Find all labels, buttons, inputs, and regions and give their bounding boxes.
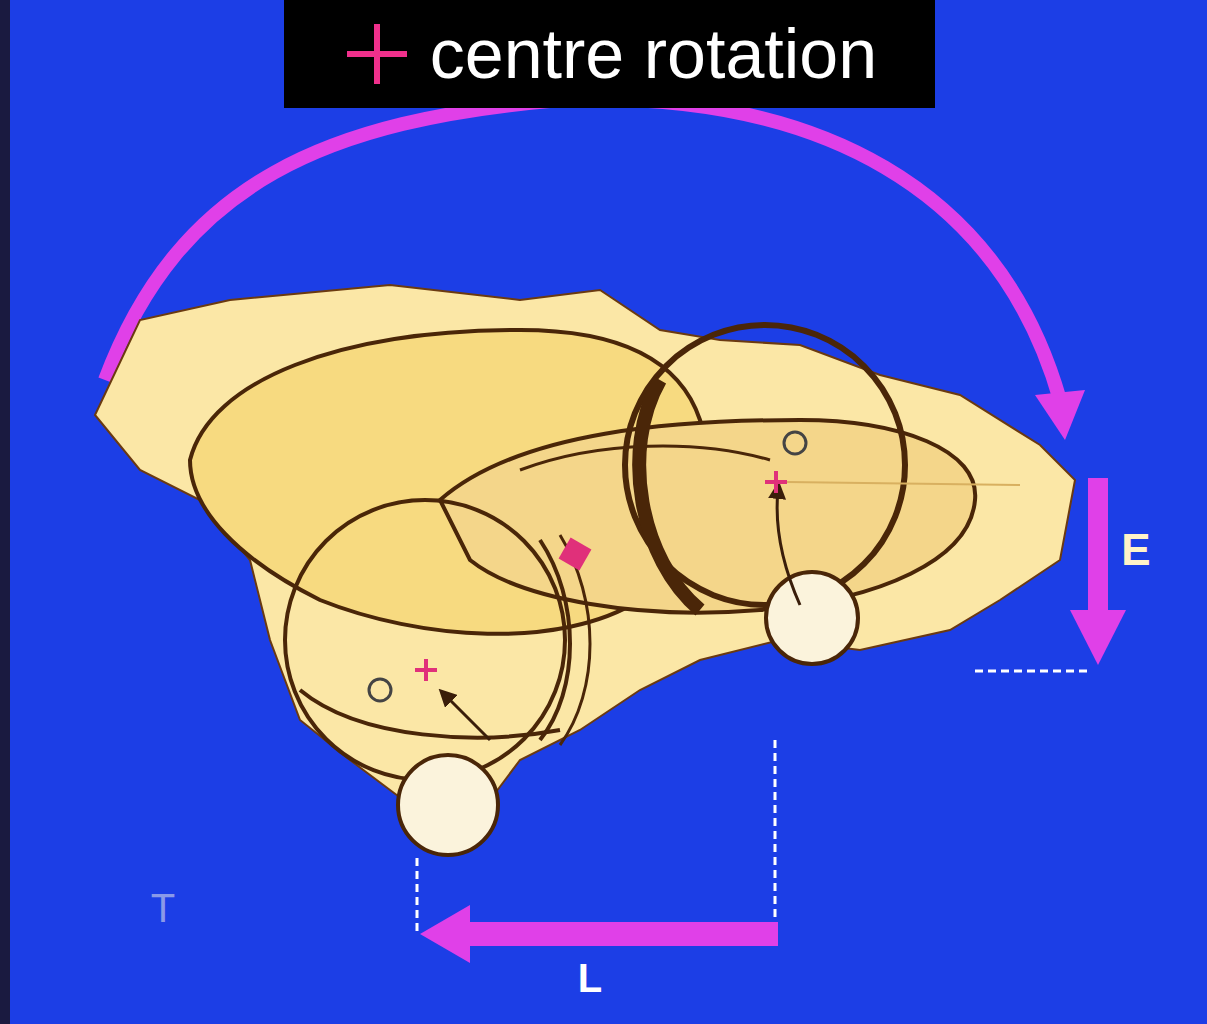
legend-text: centre rotation <box>430 19 877 89</box>
dimension-label: L <box>578 958 602 998</box>
dimension-label: E <box>1121 528 1150 572</box>
axis-label: T <box>151 888 175 928</box>
legend-bar: centre rotation <box>284 0 935 108</box>
cross-symbol <box>342 19 412 89</box>
